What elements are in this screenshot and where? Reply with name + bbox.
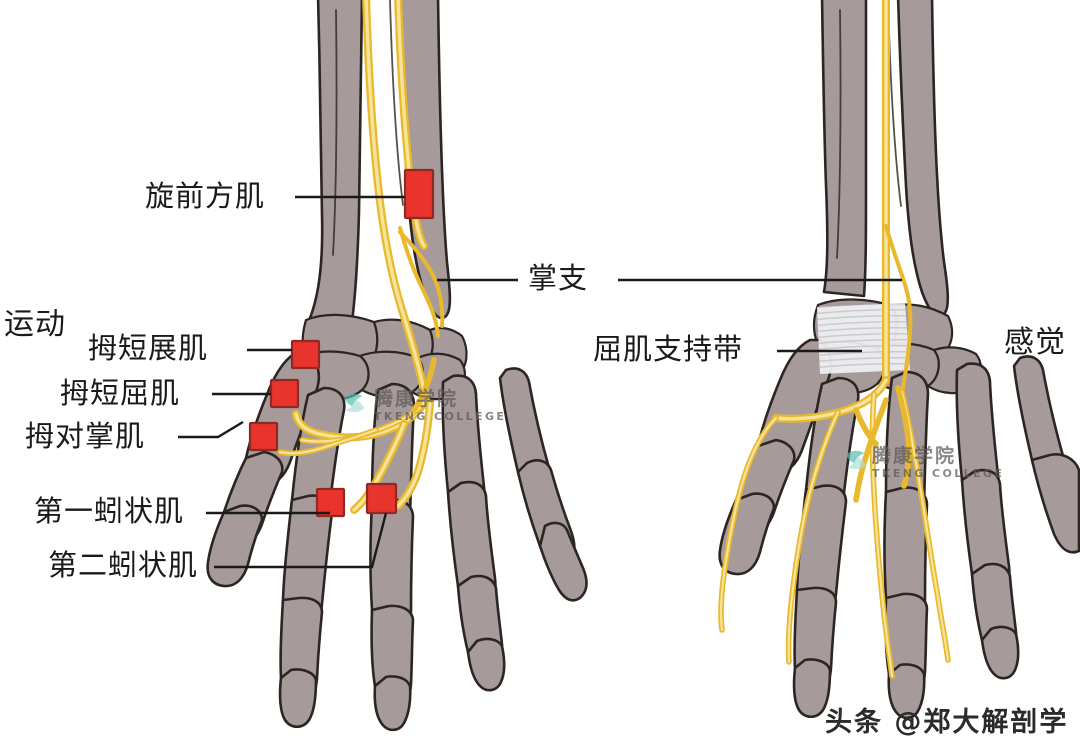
label-abductor-pollicis-brevis: 拇短展肌 [88, 331, 209, 365]
watermark-logo-left [343, 393, 365, 413]
right-hand-skeleton-sensory [718, 0, 1080, 720]
heading-sensory: 感觉 [1004, 325, 1066, 360]
label-palmar-branch: 掌支 [528, 261, 589, 295]
label-opponens-pollicis: 拇对掌肌 [25, 419, 146, 453]
marker-flexor-pollicis-brevis [269, 378, 300, 409]
flexor-retinaculum [817, 303, 910, 374]
marker-pronator-quadratus [403, 168, 435, 220]
leader-second-lumbrical [214, 512, 388, 569]
source-credit: 头条 @郑大解剖学 [825, 707, 1069, 738]
left-hand-skeleton-motor [206, 0, 588, 732]
marker-second-lumbrical [365, 482, 398, 515]
marker-abductor-pollicis-brevis [290, 339, 321, 370]
label-pronator-quadratus: 旋前方肌 [145, 179, 266, 213]
label-flexor-retinaculum: 屈肌支持带 [593, 332, 744, 366]
watermark-logo-right [845, 450, 867, 470]
heading-motor: 运动 [4, 307, 66, 342]
leader-opponens-pollicis [178, 420, 244, 439]
leader-lines [178, 195, 902, 569]
label-second-lumbrical: 第二蚓状肌 [48, 548, 199, 582]
label-flexor-pollicis-brevis: 拇短屈肌 [60, 376, 181, 410]
label-first-lumbrical: 第一蚓状肌 [34, 494, 185, 528]
marker-opponens-pollicis [248, 421, 279, 452]
marker-first-lumbrical [315, 487, 346, 518]
